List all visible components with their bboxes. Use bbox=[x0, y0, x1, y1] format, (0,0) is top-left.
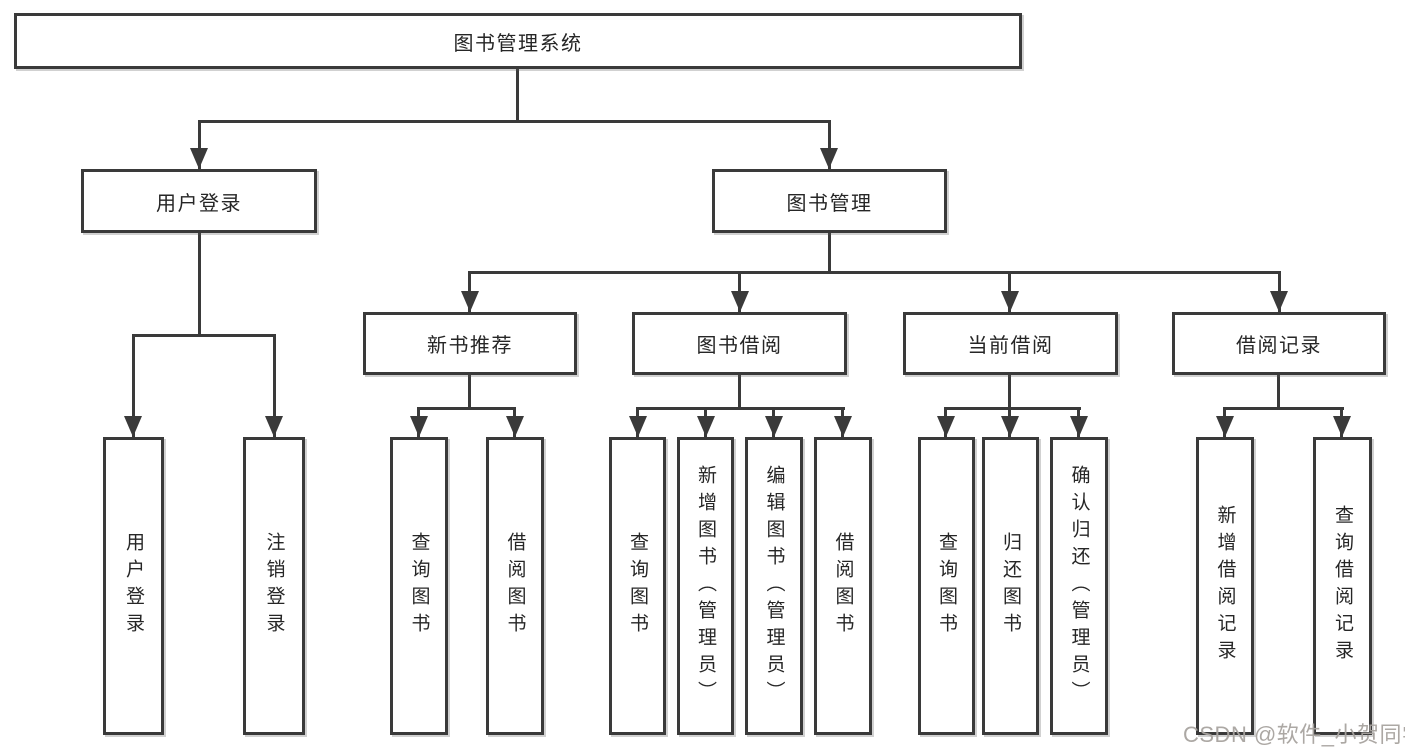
node-user-login: 用户登录 bbox=[81, 169, 317, 233]
node-new-book-recommend-label: 新书推荐 bbox=[427, 335, 513, 357]
leaf-user-login-label: 用户登录 bbox=[123, 532, 144, 640]
arrow-down-icon bbox=[765, 416, 783, 437]
leaf-current-return: 归还图书 bbox=[982, 437, 1039, 735]
connector-line bbox=[198, 120, 831, 123]
node-root-label: 图书管理系统 bbox=[453, 32, 583, 55]
arrow-down-icon bbox=[410, 416, 428, 437]
arrow-down-icon bbox=[1001, 416, 1019, 437]
connector-stub bbox=[516, 69, 519, 123]
arrow-down-icon bbox=[820, 148, 838, 169]
connector-line bbox=[1224, 407, 1344, 410]
arrow-down-icon bbox=[461, 291, 479, 312]
leaf-current-return-label: 归还图书 bbox=[1000, 532, 1021, 640]
connector-stub bbox=[1008, 375, 1011, 410]
arrow-down-icon bbox=[697, 416, 715, 437]
connector-stub bbox=[198, 233, 201, 337]
node-book-management-label: 图书管理 bbox=[786, 192, 873, 215]
node-current-borrowing-label: 当前借阅 bbox=[967, 335, 1054, 357]
node-borrowing-records-label: 借阅记录 bbox=[1236, 335, 1322, 357]
arrow-down-icon bbox=[937, 416, 955, 437]
leaf-logout: 注销登录 bbox=[243, 437, 305, 735]
connector-line bbox=[417, 407, 516, 410]
connector-stub bbox=[1277, 375, 1280, 410]
node-current-borrowing: 当前借阅 bbox=[903, 312, 1118, 375]
leaf-current-confirm-admin-label: 确认归还（管理员） bbox=[1068, 464, 1090, 708]
leaf-newbook-borrow: 借阅图书 bbox=[486, 437, 544, 735]
node-borrowing-records: 借阅记录 bbox=[1172, 312, 1386, 375]
connector-line bbox=[469, 271, 1281, 274]
arrow-down-icon bbox=[1001, 291, 1019, 312]
leaf-borrow-query: 查询图书 bbox=[609, 437, 666, 735]
node-new-book-recommend: 新书推荐 bbox=[363, 312, 577, 375]
connector-line bbox=[945, 407, 1081, 410]
leaf-borrow-borrow: 借阅图书 bbox=[814, 437, 872, 735]
leaf-logout-label: 注销登录 bbox=[263, 532, 285, 640]
connector-stub bbox=[468, 375, 471, 410]
leaf-records-query-label: 查询借阅记录 bbox=[1332, 505, 1353, 667]
node-book-borrowing: 图书借阅 bbox=[632, 312, 847, 375]
leaf-borrow-edit-admin: 编辑图书（管理员） bbox=[745, 437, 803, 735]
arrow-down-icon bbox=[629, 416, 647, 437]
leaf-newbook-query-label: 查询图书 bbox=[408, 532, 430, 640]
connector-line bbox=[828, 120, 831, 169]
leaf-borrow-borrow-label: 借阅图书 bbox=[832, 532, 854, 640]
connector-line bbox=[198, 120, 201, 169]
leaf-newbook-borrow-label: 借阅图书 bbox=[504, 532, 526, 640]
arrow-down-icon bbox=[506, 416, 524, 437]
leaf-current-query: 查询图书 bbox=[918, 437, 975, 735]
node-book-management: 图书管理 bbox=[712, 169, 947, 233]
arrow-down-icon bbox=[834, 416, 852, 437]
arrow-down-icon bbox=[731, 291, 749, 312]
connector-line bbox=[273, 334, 276, 437]
arrow-down-icon bbox=[1333, 416, 1351, 437]
leaf-newbook-query: 查询图书 bbox=[390, 437, 448, 735]
node-user-login-label: 用户登录 bbox=[156, 192, 242, 215]
leaf-current-confirm-admin: 确认归还（管理员） bbox=[1050, 437, 1108, 735]
leaf-borrow-add-admin: 新增图书（管理员） bbox=[677, 437, 734, 735]
arrow-down-icon bbox=[190, 148, 208, 169]
leaf-borrow-add-admin-label: 新增图书（管理员） bbox=[695, 464, 716, 708]
leaf-user-login: 用户登录 bbox=[103, 437, 164, 735]
node-root: 图书管理系统 bbox=[14, 13, 1022, 69]
connector-stub bbox=[738, 375, 741, 410]
leaf-records-add: 新增借阅记录 bbox=[1196, 437, 1254, 735]
arrow-down-icon bbox=[265, 416, 283, 437]
leaf-records-query: 查询借阅记录 bbox=[1313, 437, 1372, 735]
connector-line bbox=[132, 334, 135, 437]
arrow-down-icon bbox=[1070, 416, 1088, 437]
leaf-current-query-label: 查询图书 bbox=[936, 532, 957, 640]
connector-line bbox=[132, 334, 276, 337]
node-book-borrowing-label: 图书借阅 bbox=[696, 335, 783, 357]
connector-line bbox=[636, 407, 845, 410]
leaf-records-add-label: 新增借阅记录 bbox=[1214, 505, 1236, 667]
watermark: CSDN @软件_小贺同学 bbox=[1183, 722, 1405, 747]
arrow-down-icon bbox=[124, 416, 142, 437]
arrow-down-icon bbox=[1216, 416, 1234, 437]
leaf-borrow-edit-admin-label: 编辑图书（管理员） bbox=[763, 464, 785, 708]
connector-stub bbox=[828, 233, 831, 274]
arrow-down-icon bbox=[1270, 291, 1288, 312]
leaf-borrow-query-label: 查询图书 bbox=[627, 532, 648, 640]
